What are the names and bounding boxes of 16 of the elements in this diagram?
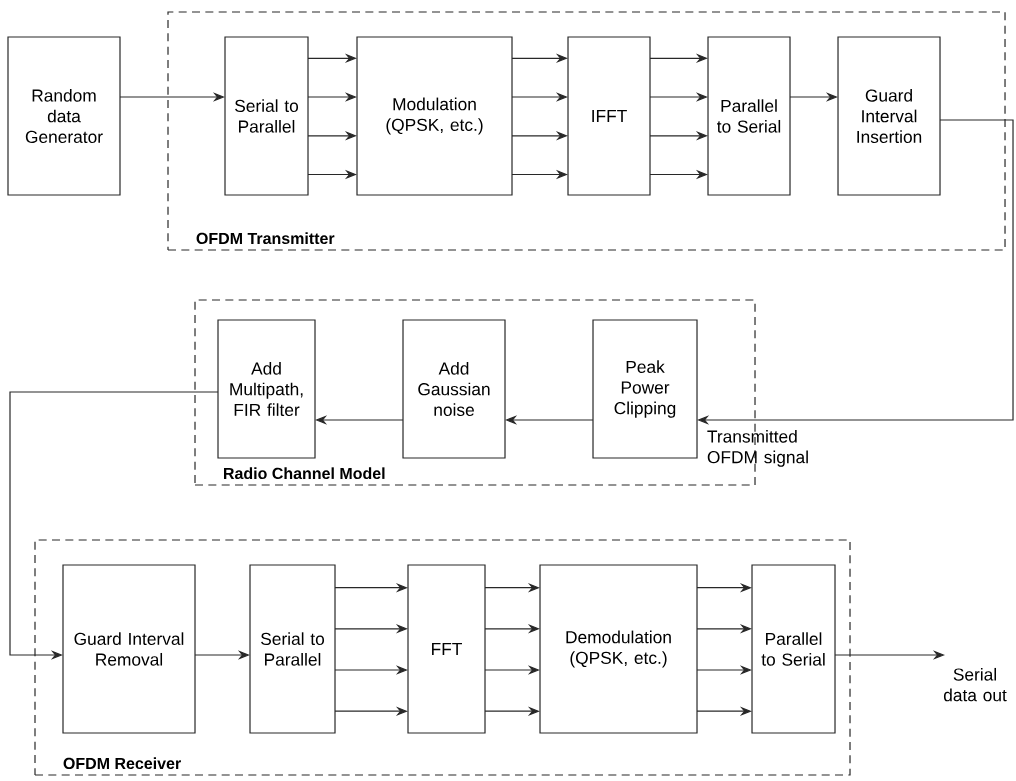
process-box: Serial to Parallel — [224, 36, 309, 196]
process-box: IFFT — [567, 36, 651, 196]
process-box: Parallel to Serial — [751, 564, 836, 734]
process-box: Random data Generator — [7, 36, 121, 196]
process-box: Parallel to Serial — [707, 36, 791, 196]
process-box: Add Multipath, FIR filter — [217, 319, 316, 459]
process-box: Guard Interval Insertion — [837, 36, 941, 196]
process-box: Peak Power Clipping — [592, 319, 698, 459]
process-box: Demodulation (QPSK, etc.) — [539, 564, 698, 734]
process-box: FFT — [407, 564, 486, 734]
edge-label: Transmitted OFDM signal — [707, 429, 808, 467]
process-box: Modulation (QPSK, etc.) — [356, 36, 513, 196]
process-box: Serial to Parallel — [249, 564, 336, 734]
output-label: Serial data out — [943, 667, 1007, 702]
process-box: Add Gaussian noise — [402, 319, 506, 459]
process-box: Guard Interval Removal — [62, 564, 196, 734]
